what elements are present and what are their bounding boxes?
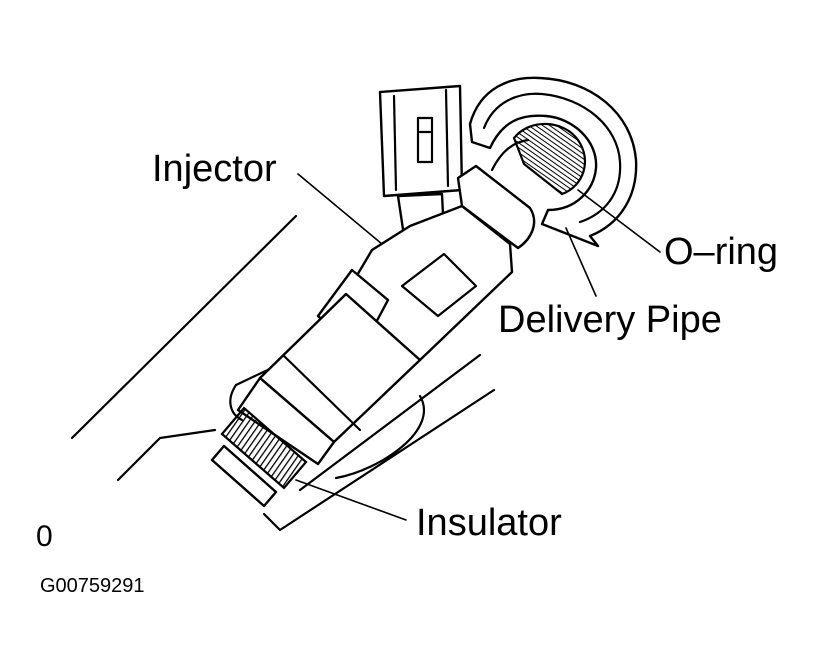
manifold-outline (70, 214, 496, 532)
delivery-pipe (456, 76, 638, 250)
leader-o-ring (577, 189, 661, 253)
label-o-ring: O–ring (664, 231, 779, 273)
leader-delivery-pipe (565, 227, 597, 297)
label-delivery-pipe: Delivery Pipe (498, 299, 722, 341)
leader-insulator (295, 479, 407, 521)
label-injector: Injector (152, 148, 277, 190)
injector-body (210, 84, 514, 508)
corner-mark: 0 (36, 520, 53, 553)
leader-lines (295, 173, 661, 521)
leader-injector (297, 173, 383, 245)
figure-id: G00759291 (40, 575, 145, 597)
label-insulator: Insulator (416, 502, 562, 544)
